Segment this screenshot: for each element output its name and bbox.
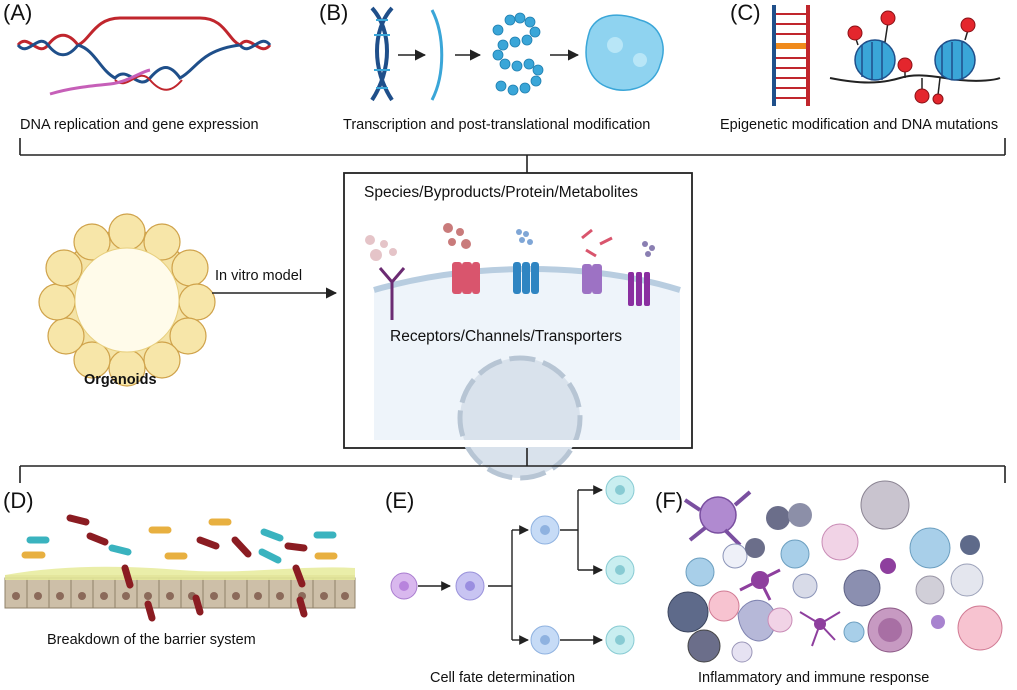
panel-a-letter: (A): [3, 0, 33, 25]
center-top-label: Species/Byproducts/Protein/Metabolites: [364, 184, 638, 201]
panel-a-caption: DNA replication and gene expression: [20, 117, 259, 133]
transcription-icon: [370, 6, 664, 102]
center-mid-label: Receptors/Channels/Transporters: [390, 328, 623, 345]
top-connector: [19, 138, 1006, 173]
immune-cells-icon: [667, 480, 1003, 663]
panel-e-caption: Cell fate determination: [430, 670, 576, 686]
dna-replication-icon: [16, 16, 272, 96]
center-cell-box: [343, 172, 693, 481]
organoid-label: Organoids: [84, 372, 157, 388]
in-vitro-label: In vitro model: [215, 268, 303, 284]
panel-b-letter: (B): [319, 0, 349, 25]
panel-c-caption: Epigenetic modification and DNA mutation…: [720, 117, 999, 133]
cell-fate-icon: [390, 475, 635, 655]
panel-c-letter: (C): [730, 0, 761, 25]
panel-d-letter: (D): [3, 488, 34, 513]
panel-e-letter: (E): [385, 488, 415, 513]
organoid-icon: [38, 213, 216, 387]
epigenetic-icon: [772, 5, 1001, 106]
panel-f-letter: (F): [655, 488, 684, 513]
barrier-icon: [4, 514, 356, 622]
bottom-connector: [19, 448, 1006, 483]
panel-d-caption: Breakdown of the barrier system: [47, 632, 256, 648]
panel-f-caption: Inflammatory and immune response: [698, 670, 930, 686]
panel-b-caption: Transcription and post-translational mod…: [343, 117, 651, 133]
